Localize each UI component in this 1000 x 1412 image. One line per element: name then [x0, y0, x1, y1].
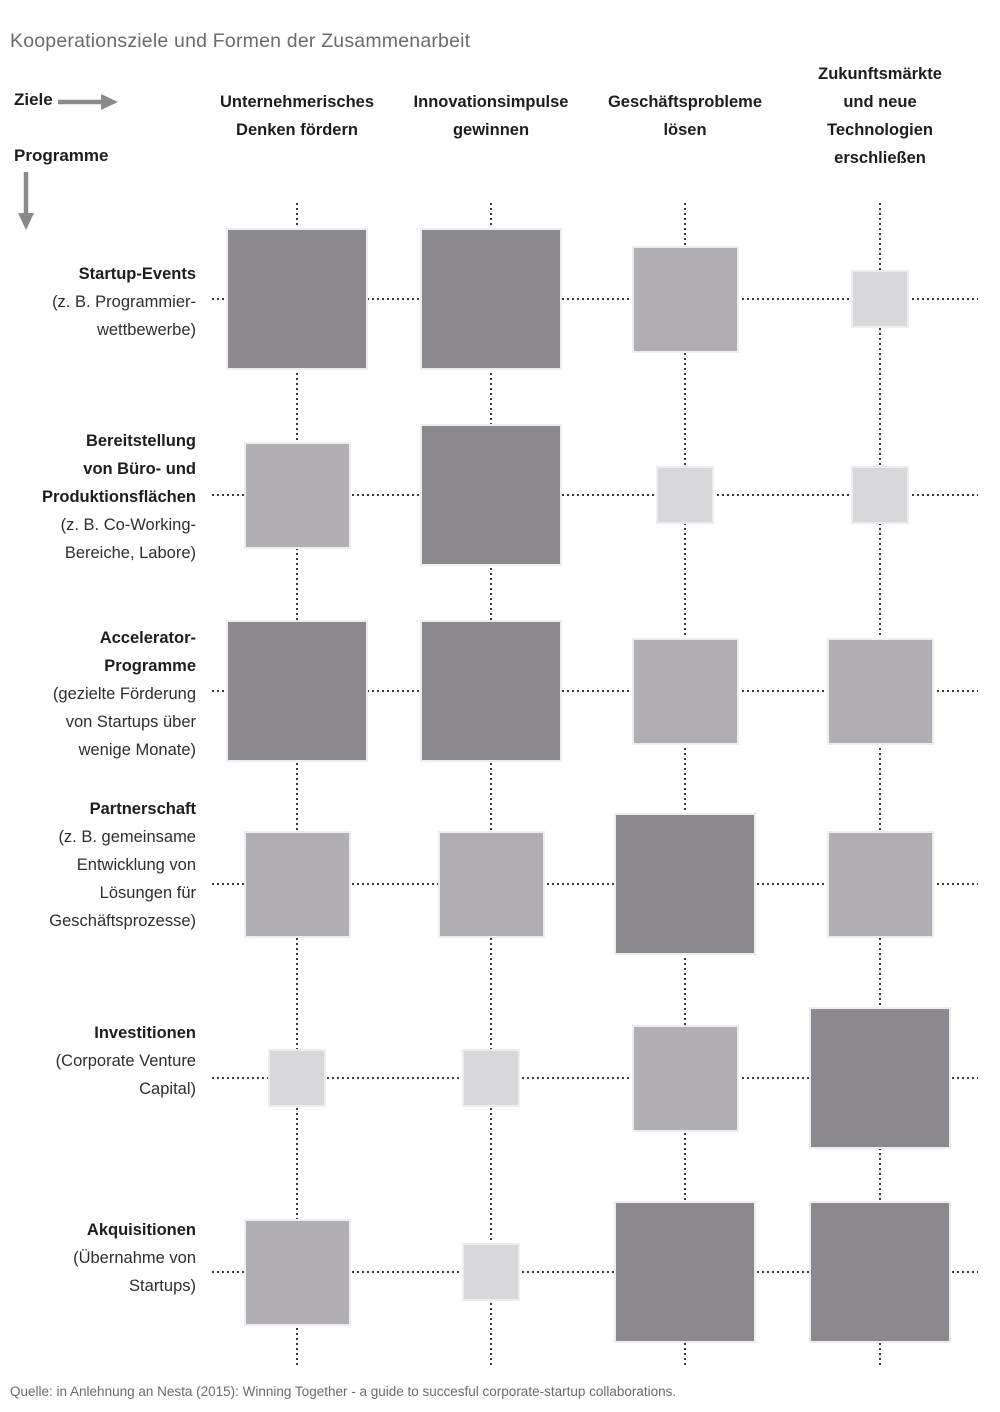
right-arrow-icon: [58, 94, 118, 110]
matrix-cell-r2c3: [658, 468, 712, 522]
matrix-cell-r3c4: [828, 639, 932, 743]
row-label-1: Startup-Events (z. B. Programmier- wettbe…: [0, 260, 196, 344]
row-label-note: (gezielte Förderung von Startups über we…: [52, 685, 196, 759]
matrix-cell-r5c4: [811, 1009, 949, 1147]
matrix-cell-r4c1: [245, 832, 349, 936]
programme-axis-label: Programme: [14, 146, 109, 165]
matrix-cell-r3c3: [633, 639, 737, 743]
row-label-3: Accelerator- Programme (gezielte Förderun…: [0, 624, 196, 764]
column-header-2: Innovationsimpulse gewinnen: [413, 93, 569, 139]
row-dotted-line-2: [212, 494, 978, 496]
matrix-cell-r1c3: [633, 247, 737, 351]
matrix-cell-r6c1: [245, 1220, 349, 1324]
column-header-4: Zukunftsmärkte und neue Technologien ers…: [818, 65, 942, 167]
row-label-name: Partnerschaft: [89, 800, 196, 818]
row-dotted-line-1: [212, 298, 978, 300]
matrix-cell-r1c1: [228, 230, 366, 368]
down-arrow-icon: [18, 172, 34, 230]
row-label-name: Accelerator- Programme: [99, 629, 196, 675]
row-label-6: Akquisitionen (Übernahme von Startups): [0, 1216, 196, 1300]
matrix-cell-r3c2: [422, 622, 560, 760]
row-dotted-line-5: [212, 1077, 978, 1079]
row-label-5: Investitionen (Corporate Venture Capital): [0, 1019, 196, 1103]
matrix-cell-r1c4: [853, 272, 907, 326]
column-header-3: Geschäftsprobleme lösen: [607, 93, 763, 139]
matrix-cell-r4c4: [828, 832, 932, 936]
matrix-cell-r2c2: [422, 426, 560, 564]
row-label-name: Akquisitionen: [86, 1221, 196, 1239]
matrix-cell-r6c4: [811, 1203, 949, 1341]
matrix-cell-r5c1: [270, 1051, 324, 1105]
matrix-cell-r3c1: [228, 622, 366, 760]
ziele-axis-label: Ziele: [14, 90, 53, 109]
row-label-2: Bereitstellung von Büro- und Produktions…: [0, 427, 196, 567]
row-label-note: (z. B. gemeinsame Entwicklung von Lösung…: [49, 828, 196, 930]
row-label-name: Investitionen: [94, 1024, 196, 1042]
row-label-note: (z. B. Co-Working- Bereiche, Labore): [60, 516, 196, 562]
column-dotted-line-4: [879, 203, 881, 1366]
row-dotted-line-3: [212, 690, 978, 692]
matrix-cell-r6c2: [464, 1245, 518, 1299]
column-dotted-line-1: [296, 203, 298, 1366]
matrix-cell-r5c2: [464, 1051, 518, 1105]
row-label-4: Partnerschaft (z. B. gemeinsame Entwicklu…: [0, 795, 196, 935]
figure-title: Kooperationsziele und Formen der Zusamme…: [10, 30, 471, 52]
column-dotted-line-3: [684, 203, 686, 1366]
row-label-note: (Corporate Venture Capital): [55, 1052, 196, 1098]
matrix-cell-r2c1: [245, 443, 349, 547]
column-dotted-line-2: [490, 203, 492, 1366]
row-dotted-line-6: [212, 1271, 978, 1273]
matrix-cell-r4c2: [439, 832, 543, 936]
matrix-cell-r1c2: [422, 230, 560, 368]
matrix-cell-r5c3: [633, 1026, 737, 1130]
row-label-note: (z. B. Programmier- wettbewerbe): [52, 293, 196, 339]
row-label-name: Bereitstellung von Büro- und Produktions…: [41, 432, 196, 506]
row-label-name: Startup-Events: [78, 265, 196, 283]
matrix-cell-r4c3: [616, 815, 754, 953]
row-label-note: (Übernahme von Startups): [73, 1249, 196, 1295]
matrix-cell-r2c4: [853, 468, 907, 522]
matrix-cell-r6c3: [616, 1203, 754, 1341]
source-note: Quelle: in Anlehnung an Nesta (2015): Wi…: [10, 1384, 677, 1399]
column-header-1: Unternehmerisches Denken fördern: [219, 93, 375, 139]
row-dotted-line-4: [212, 883, 978, 885]
